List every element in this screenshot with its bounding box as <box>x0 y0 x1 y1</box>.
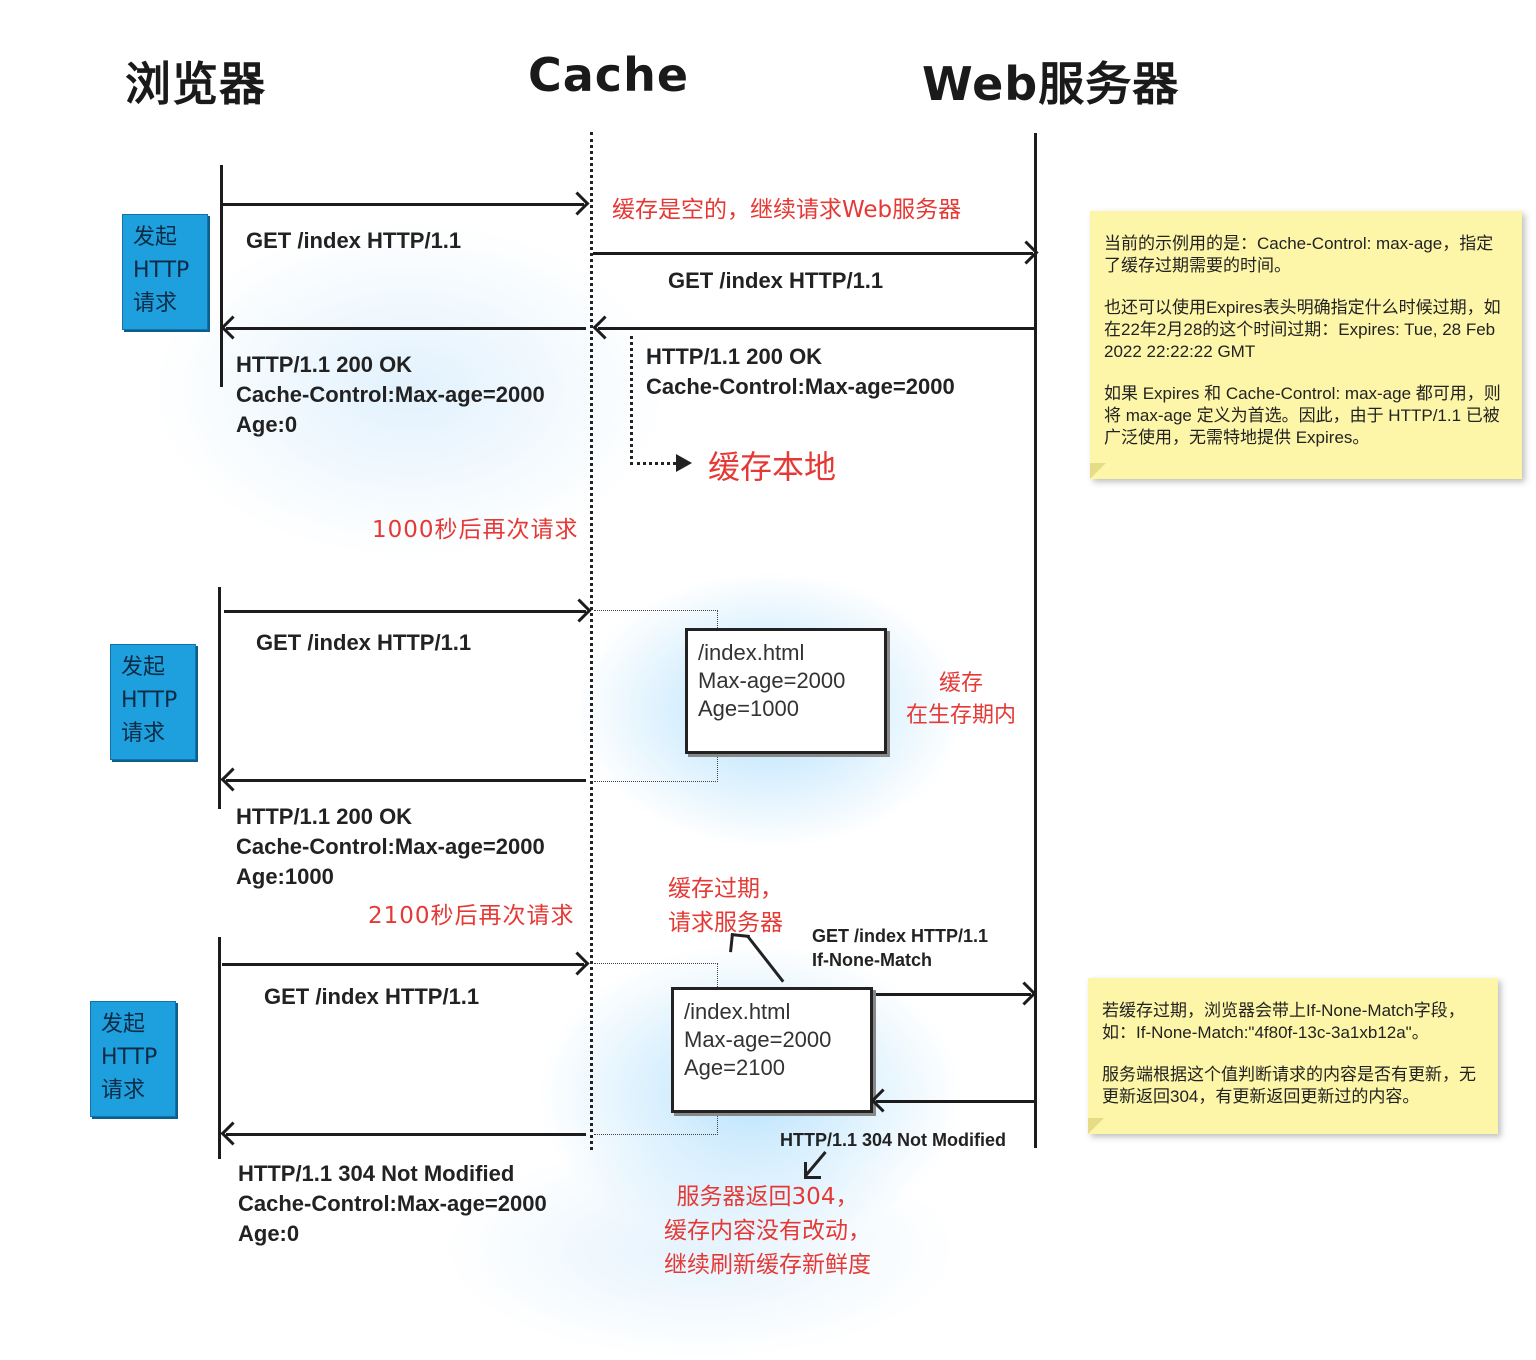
revalidate-request-arrow <box>873 993 1031 996</box>
store-arrowhead <box>676 454 692 472</box>
cache-store-label: 缓存本地 <box>708 448 837 486</box>
not-modified-arrow <box>876 1100 1034 1103</box>
server-header: Web服务器 <box>922 57 1180 111</box>
server-304-note: 服务器返回304，缓存内容没有改动，继续刷新缓存新鲜度 <box>664 1184 871 1278</box>
cache-expired-note: 缓存过期，请求服务器 <box>668 876 783 936</box>
if-none-match-explanation-note: 若缓存过期，浏览器会带上If-None-Match字段，如：If-None-Ma… <box>1088 978 1498 1134</box>
server-response-arrow <box>598 327 1034 330</box>
expired-pointer-head <box>729 933 750 954</box>
server-request-text: GET /index HTTP/1.1 <box>668 268 884 293</box>
browser-request-text: GET /index HTTP/1.1 <box>256 630 472 655</box>
store-connector <box>630 336 683 465</box>
cache-empty-note: 缓存是空的，继续请求Web服务器 <box>612 197 962 223</box>
browser-lifeline-3 <box>218 937 221 1159</box>
browser-request-text: GET /index HTTP/1.1 <box>246 228 462 253</box>
request-arrow <box>222 963 584 966</box>
server-lifeline <box>1034 133 1037 1148</box>
max-age-explanation-note: 当前的示例用的是：Cache-Control: max-age，指定了缓存过期需… <box>1090 211 1522 479</box>
browser-lifeline-1 <box>220 165 223 387</box>
browser-response-arrow <box>226 327 586 330</box>
browser-lifeline-2 <box>218 587 221 809</box>
cache-lifeline <box>590 132 593 1150</box>
browser-response-arrow <box>226 1133 586 1136</box>
delay-label-1: 1000秒后再次请求 <box>372 517 579 543</box>
forward-request-arrow <box>593 252 1033 255</box>
browser-request-text: GET /index HTTP/1.1 <box>264 984 480 1009</box>
cache-header: Cache <box>528 48 690 102</box>
browser-response-arrow <box>226 779 586 782</box>
delay-label-2: 2100秒后再次请求 <box>368 903 575 929</box>
browser-header: 浏览器 <box>125 57 266 111</box>
cache-fresh-note: 缓存在生存期内 <box>906 671 1017 728</box>
server-response-text: HTTP/1.1 304 Not Modified <box>780 1130 1007 1150</box>
request-arrow <box>224 610 586 613</box>
not-modified-pointer-head <box>804 1162 821 1179</box>
request-arrow <box>222 203 584 206</box>
expired-pointer <box>746 935 785 983</box>
